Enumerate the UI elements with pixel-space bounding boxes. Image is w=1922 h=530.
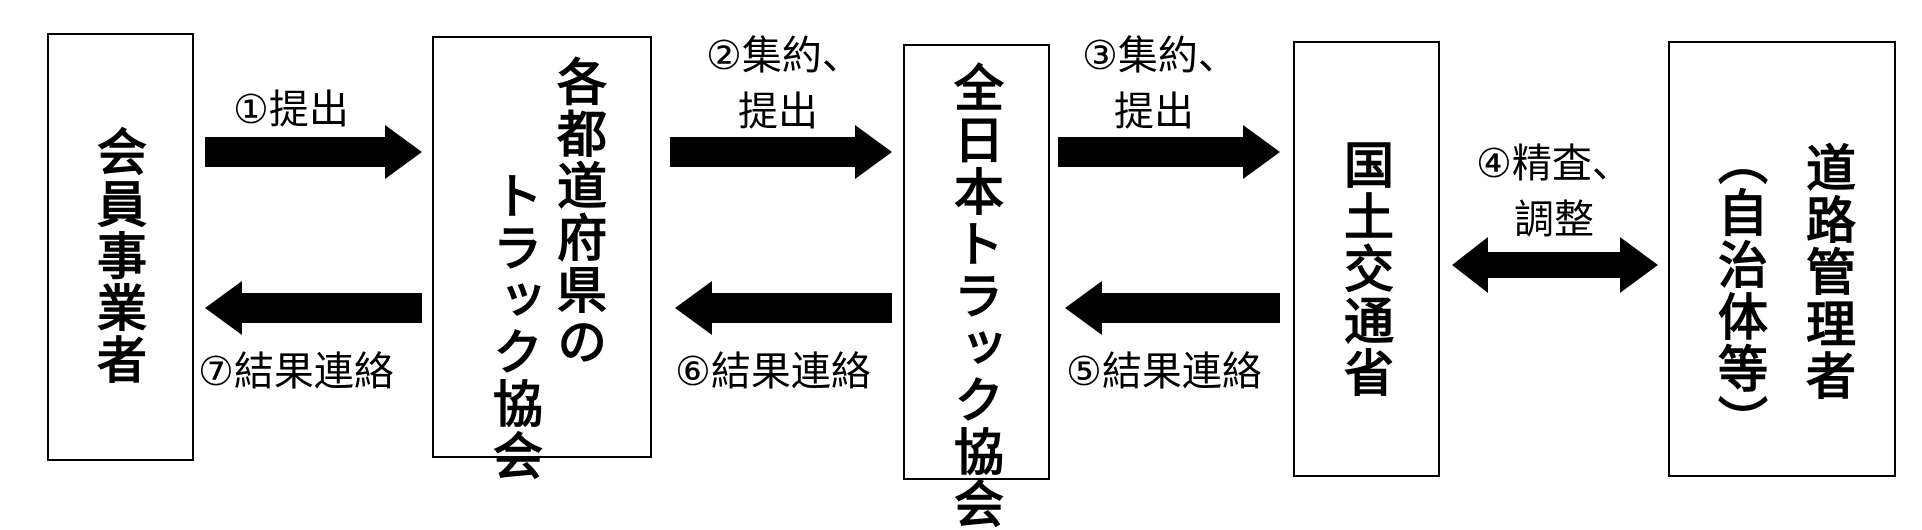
arrow-step7 [205,281,422,335]
member-box [47,33,194,461]
step4-label-line2: 調整 [1514,197,1594,243]
road-manager-label-line1: 道路管理者 [1798,142,1856,402]
prefecture-label-line2: トラック協会 [485,170,543,482]
arrow-step4 [1452,237,1658,293]
step6-label: ⑥結果連絡 [675,349,871,395]
step1-label: ①提出 [233,87,349,133]
prefecture-association-box [432,36,652,458]
road-manager-label-line2: （自治体等） [1710,135,1768,447]
step2-label-line1: ②集約、 [706,33,862,79]
road-manager-box [1668,41,1896,477]
prefecture-label-line1: 各都道府県の [549,56,607,368]
mlit-box [1293,41,1440,477]
arrow-step5 [1065,281,1280,335]
step7-label: ⑦結果連絡 [198,349,394,395]
national-label: 全日本トラック協会 [946,62,1004,530]
national-association-box [903,44,1050,480]
step4-label-line1: ④精査、 [1476,141,1632,187]
step3-label-line2: 提出 [1114,89,1194,135]
member-label: 会員事業者 [89,126,147,386]
arrow-step2 [670,125,892,179]
arrow-step3 [1058,125,1280,179]
mlit-label: 国土交通省 [1336,139,1394,399]
flow-arrows [205,125,1658,335]
step2-label-line2: 提出 [738,89,818,135]
step3-label-line1: ③集約、 [1082,33,1238,79]
step5-label: ⑤結果連絡 [1066,349,1262,395]
arrow-step1 [205,125,422,179]
arrow-step6 [675,281,892,335]
